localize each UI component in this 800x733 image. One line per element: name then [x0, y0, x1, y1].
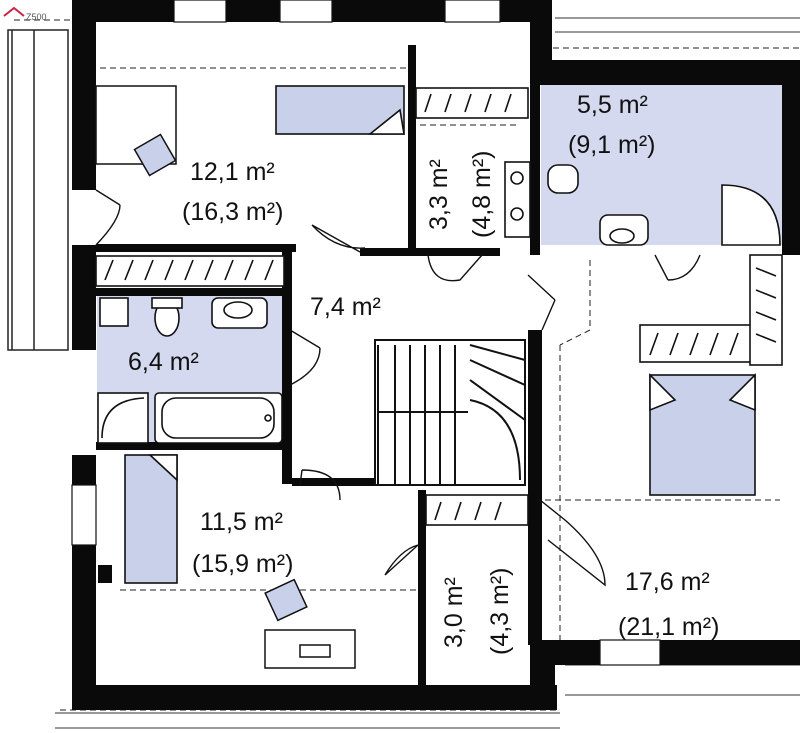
room-sw-area: 11,5 m²: [200, 508, 283, 536]
house-roof-icon: [3, 6, 25, 17]
beds: [124, 85, 756, 584]
room-sw-area-total: (15,9 m²): [192, 550, 293, 578]
staircase: [374, 339, 526, 486]
bath-ne-fixtures: [504, 161, 781, 246]
room-se-area-total: (21,1 m²): [618, 613, 719, 641]
bath-ne-area-total: (9,1 m²): [568, 131, 656, 159]
bath-w-fixtures: [97, 297, 283, 444]
logo: Z500: [3, 6, 47, 22]
closet-s-area: 3,0 m²: [440, 577, 468, 648]
desks: [95, 85, 356, 669]
room-se-area: 17,6 m²: [625, 568, 710, 596]
logo-text: Z500: [26, 12, 47, 22]
bath-w-area: 6,4 m²: [128, 348, 199, 376]
closet-s-area-total: (4,3 m²): [486, 568, 514, 656]
room-nw-area: 12,1 m²: [190, 158, 275, 186]
bath-ne-area: 5,5 m²: [577, 91, 648, 119]
balcony-left: [7, 29, 69, 351]
doors: [95, 189, 701, 587]
windows: [71, 0, 661, 666]
room-labels: 12,1 m² (16,3 m²) 3,3 m² (4,8 m²) 5,5 m²…: [128, 91, 719, 655]
wardrobes: [95, 87, 783, 526]
room-nw-area-total: (16,3 m²): [182, 198, 283, 226]
closet-n-area: 3,3 m²: [425, 159, 453, 230]
hall-area: 7,4 m²: [310, 293, 381, 321]
closet-n-area-total: (4,8 m²): [468, 151, 496, 239]
